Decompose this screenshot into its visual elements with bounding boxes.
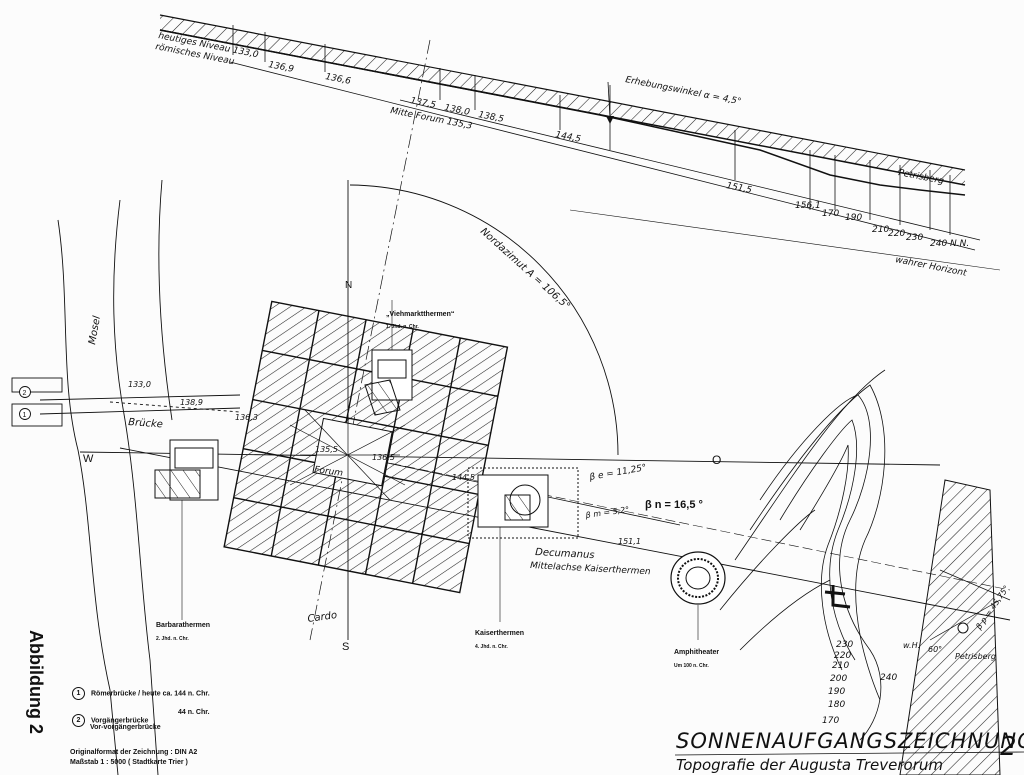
legend-circle-2: 2 (72, 714, 85, 727)
barbara-thermen (154, 439, 219, 620)
label-viehmarkt-date: 1. Jhd. n. Chr. (386, 324, 419, 330)
legend-item-1: 1 Römerbrücke / heute ca. 144 n. Chr. (72, 687, 210, 700)
legend-text: Vorgängerbrücke (91, 717, 149, 725)
legend-circle-1: 1 (72, 687, 85, 700)
contour-label: 170 (822, 716, 839, 726)
height-label: 138,5 (477, 110, 504, 125)
contour-label: 230 (836, 640, 853, 650)
label-barbara-date: 2. Jhd. n. Chr. (156, 636, 189, 642)
height-label: 136,9 (267, 60, 294, 75)
label-beta-n: β n = 16,5 ° (645, 499, 703, 511)
drawing-subtitle: Topografie der Augusta Treverorum (676, 756, 944, 774)
building-labels: „Viehmarktthermen“ 1. Jhd. n. Chr. Barba… (156, 311, 719, 669)
contour-label: 180 (828, 700, 845, 710)
label-amphi: Amphitheater (674, 649, 719, 656)
height-label: 151,5 (725, 181, 752, 196)
legend-item-2-date: 44 n. Chr. (178, 709, 210, 716)
scale: Maßstab 1 : 5000 ( Stadtkarte Trier ) (70, 759, 188, 766)
height-label: 220 (888, 229, 905, 239)
label-bruecke: Brücke (128, 417, 163, 430)
bridges (11, 377, 241, 427)
kaiser-thermen (467, 467, 579, 622)
height-label: 156,1 (795, 201, 821, 211)
original-format: Originalformat der Zeichnung : DIN A2 (70, 749, 198, 756)
contour-label: 200 (830, 674, 847, 684)
contour-lines (719, 369, 886, 741)
forum-grid (223, 300, 509, 594)
legend-text: Vor-vorgängerbrücke (90, 724, 161, 731)
spot-height: 136,3 (235, 413, 258, 422)
height-label: 136,6 (324, 72, 351, 87)
compass-star (289, 409, 406, 501)
label-viehmarkt: „Viehmarktthermen“ (386, 311, 454, 318)
amphitheater (670, 551, 726, 640)
legend-text: Römerbrücke / heute ca. 144 n. Chr. (91, 690, 210, 698)
height-label: 190 (845, 213, 862, 223)
contour-label: 210 (832, 661, 849, 671)
label-cardo: Cardo (307, 610, 338, 625)
contour-label: 190 (828, 687, 845, 697)
label-beta-e: β e = 11,25° (588, 463, 648, 483)
height-label: 137,5 (409, 96, 436, 111)
legend-item-2: 2 Vorgängerbrücke (72, 714, 148, 727)
drawing-title: SONNENAUFGANGSZEICHNUNG (676, 729, 1024, 753)
spot-height: 144,5 (452, 473, 475, 482)
contour-labels: 240 230 220 210 200 190 180 170 (822, 640, 897, 726)
figure-label: Abbildung 2 (6, 630, 46, 734)
spot-heights: 133,0 138,9 136,3 136,5 135,5 144,5 151,… (128, 380, 641, 546)
height-label: 230 (906, 233, 923, 243)
spot-height: 135,5 (315, 445, 338, 454)
spot-height: 133,0 (128, 380, 151, 389)
contour-label: 220 (834, 651, 851, 661)
label-petrisberg: Petrisberg (955, 652, 996, 661)
label-amphi-date: Um 100 n. Chr. (674, 663, 709, 669)
label-decumanus: Decumanus (535, 547, 595, 561)
label-wahrer-horizont: wahrer Horizont (894, 255, 967, 279)
label-kaiser: Kaiserthermen (475, 630, 524, 637)
label-wh: w.H. (903, 641, 920, 650)
label-mosel: Mosel (87, 315, 103, 346)
bridge-markers: 2 1 (19, 386, 31, 420)
legend-item-2b: Vor-vorgängerbrücke (90, 724, 161, 731)
compass-o: O (712, 453, 721, 467)
drawing-number: 2 (1000, 732, 1017, 762)
height-label: 144,5 (554, 130, 581, 145)
bridge-marker-2: 2 (23, 390, 27, 397)
compass-w: W (83, 453, 94, 465)
mosel-river (57, 179, 173, 776)
label-barbara: Barbarathermen (156, 622, 210, 629)
label-kaiser-date: 4. Jhd. n. Chr. (475, 644, 508, 650)
compass-s: S (342, 641, 349, 653)
legend-text: 44 n. Chr. (178, 709, 210, 716)
spot-height: 136,5 (372, 453, 395, 462)
label-erhebungswinkel: Erhebungswinkel α = 4,5° (624, 75, 742, 107)
height-label: 240 N.N. (930, 239, 969, 249)
figure-label-text: Abbildung 2 (26, 630, 46, 734)
viehmarkt-thermen (364, 300, 413, 416)
bridge-marker-1: 1 (23, 412, 27, 419)
spot-height: 151,1 (618, 537, 641, 546)
label-mittelachse: Mittelachse Kaiserthermen (530, 561, 651, 577)
compass-n: N (345, 280, 352, 291)
label-beta-m: β m = 5,2° (584, 505, 630, 520)
height-label: 138,0 (443, 103, 470, 118)
label-60-deg: 60° (928, 645, 942, 654)
label-nordazimut: Nordazimut A = 106,5° (478, 226, 572, 312)
contour-label: 240 (880, 673, 897, 683)
height-label: 210 (872, 225, 889, 235)
height-label: 170 (822, 209, 839, 219)
spot-height: 138,9 (180, 398, 203, 407)
t-marker (824, 585, 851, 609)
